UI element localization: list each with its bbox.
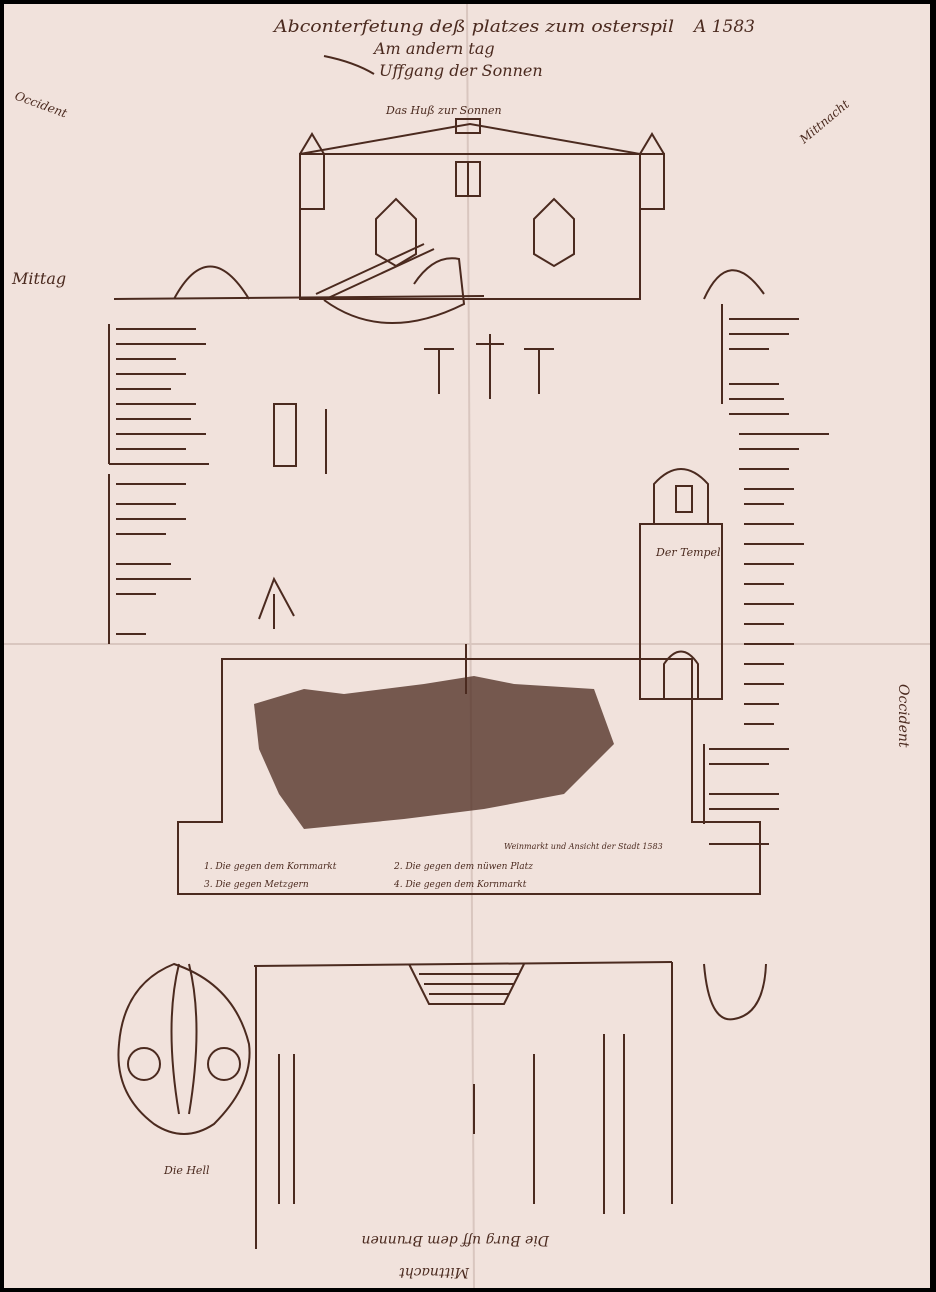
- legend-2: 2. Die gegen dem nüwen Platz: [393, 862, 533, 872]
- stage-line: [113, 295, 485, 300]
- tree: [258, 576, 295, 629]
- arch-right: [703, 269, 765, 300]
- lower-stage: [253, 961, 767, 1249]
- temple-tower: Der Tempel: [639, 468, 723, 700]
- three-crosses: [424, 334, 554, 399]
- paper-sheet: Abconterfetung deß platzes zum osterspil…: [4, 4, 930, 1288]
- legend-4: 4. Die gegen dem Kornmarkt: [393, 880, 527, 890]
- fold-line: [466, 4, 475, 1288]
- right-top-label: Mittnacht: [796, 97, 852, 147]
- bottom-label-2: Mittnacht: [399, 1264, 470, 1280]
- left-side-label: Mittag: [11, 269, 66, 288]
- right-station-list: [703, 304, 829, 845]
- left-station-list: [108, 324, 209, 644]
- flourish: [323, 55, 375, 75]
- title-line-3: Uffgang der Sonnen: [379, 61, 543, 80]
- legend-1: 1. Die gegen dem Kornmarkt: [204, 862, 337, 872]
- city-view: Weinmarkt und Ansicht der Stadt 1583 1. …: [177, 644, 761, 895]
- house-label: Das Huß zur Sonnen: [385, 104, 502, 117]
- grave: [273, 403, 297, 467]
- left-top-label: Occident: [13, 89, 69, 121]
- right-side-label: Occident: [895, 684, 911, 748]
- house-of-sun: [299, 118, 665, 325]
- title-year: A 1583: [692, 17, 755, 37]
- arch-left: [173, 265, 250, 300]
- hell-label: Die Hell: [163, 1164, 210, 1177]
- bottom-label: Die Burg uff dem Brunnen: [361, 1232, 550, 1248]
- legend-3: 3. Die gegen Metzgern: [204, 880, 309, 890]
- hell-mouth: Die Hell: [117, 962, 251, 1177]
- title-line-1: Abconterfetung deß platzes zum osterspil: [272, 17, 674, 37]
- stage-plan-drawing: Abconterfetung deß platzes zum osterspil…: [4, 4, 930, 1288]
- temple-label: Der Tempel: [655, 546, 721, 559]
- city-caption: Weinmarkt und Ansicht der Stadt 1583: [504, 842, 663, 851]
- title-line-2: Am andern tag: [372, 39, 495, 58]
